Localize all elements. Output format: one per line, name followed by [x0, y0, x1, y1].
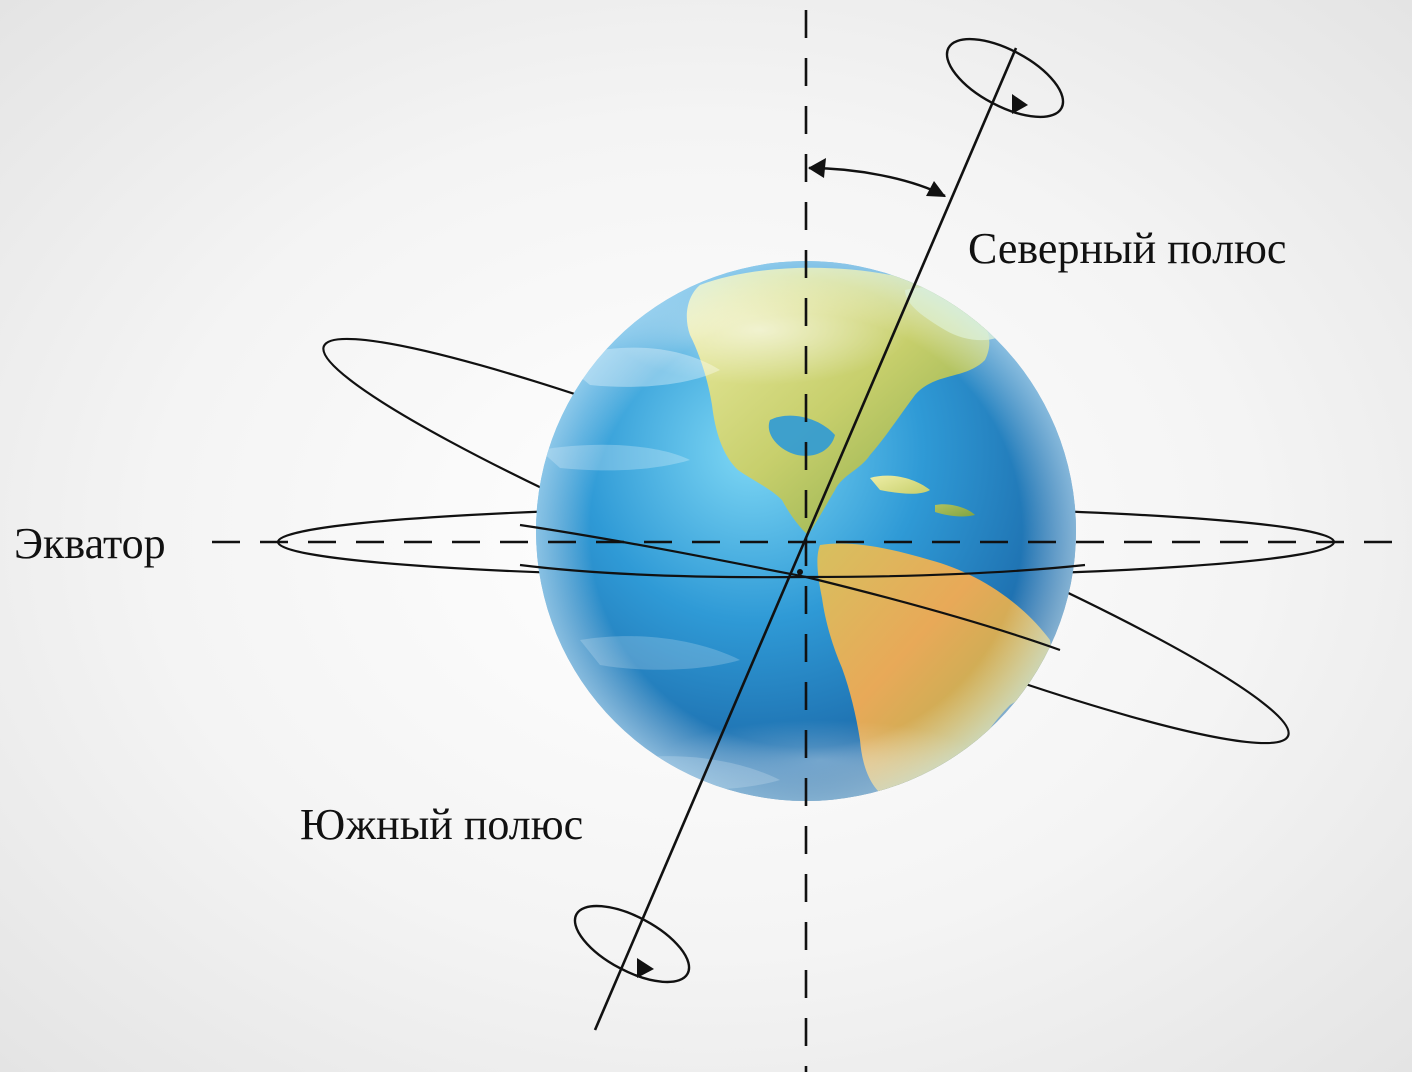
north-rotation-indicator: [945, 37, 1065, 119]
north-pole-label: Северный полюс: [968, 224, 1287, 273]
south-rotation-indicator: [573, 904, 691, 984]
north-rotation-arrowhead: [1012, 94, 1028, 114]
tilt-angle-arc: [808, 158, 946, 198]
arc-arrowhead-left: [808, 158, 826, 178]
south-rotation-arrowhead: [637, 958, 654, 978]
globe: [536, 261, 1076, 801]
south-pole-label: Южный полюс: [300, 800, 584, 849]
tilted-rotation-axis: [593, 47, 1018, 1031]
equator-label: Экватор: [14, 519, 166, 568]
arc-arrowhead-right: [926, 181, 946, 197]
orbit-front: [519, 523, 1086, 652]
globe-center-point: [797, 569, 803, 575]
